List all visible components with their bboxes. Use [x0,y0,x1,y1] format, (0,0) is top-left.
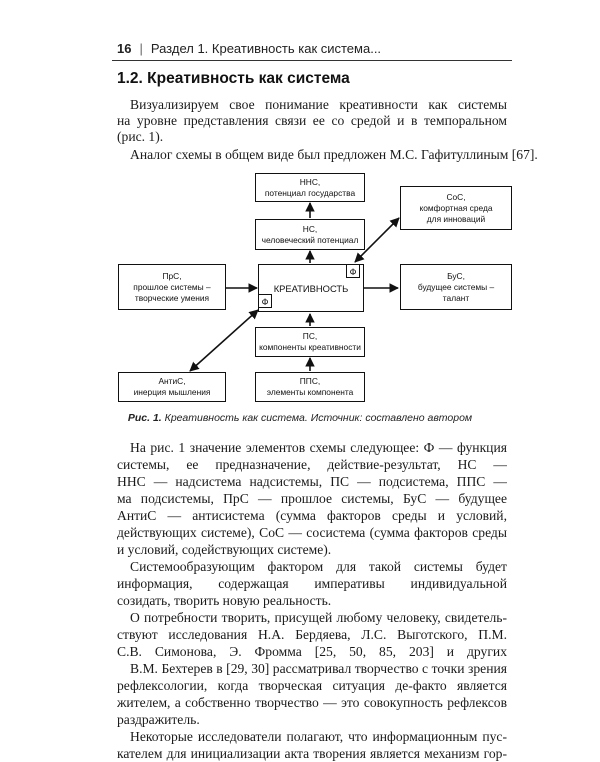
running-head: 16 | Раздел 1. Креативность как система... [117,41,381,56]
box-label: ПС, [302,331,318,341]
body-line: В.М. Бехтерев в [29, 30] рассматривал тв… [130,661,507,676]
body-line: и условий, содействующих системе). [117,542,332,557]
phi-badge-top: Ф [346,264,360,278]
figure-caption: Рис. 1. Креативность как система. Источн… [0,412,600,424]
body-line: ма подсистемы, ПрС — прошлое системы, Бу… [117,491,507,506]
body-line: информация, содержащая императивы индиви… [117,576,507,591]
body-line: О потребности творить, присущей любому ч… [130,610,507,625]
box-antis: АнтиС, инерция мышления [118,372,226,402]
body-line: действующих системе), СоС — сосистема (с… [117,525,507,540]
page-number: 16 [117,41,132,56]
body-line: рефлексологии, когда творческая ситуация… [117,678,507,693]
caption-text: Креативность как система. Источник: сост… [164,412,473,424]
intro-line: (рис. 1). [117,129,164,144]
box-label: ННС, [299,176,321,187]
box-ns: НС, человеческий потенциал [255,219,365,250]
box-pps: ППС, элементы компонента [255,372,365,402]
box-label: будущее системы – [417,281,495,292]
box-nns: ННС, потенциал государства [255,173,365,202]
caption-label: Рис. 1. [127,412,162,424]
body-line: На рис. 1 значение элементов схемы следу… [130,440,507,455]
box-label: АнтиС, [158,376,186,386]
box-label: комфортная среда [419,202,493,213]
body-line: ствуют исследования Н.А. Бердяева, Л.С. … [117,627,507,642]
center-label: КРЕАТИВНОСТЬ [273,282,349,294]
box-sos: СоС, комфортная среда для инноваций [400,186,512,230]
box-ps: ПС, компоненты креативности [255,327,365,357]
box-label: СоС, [446,191,466,202]
box-label: для инноваций [426,213,486,224]
body-line: АнтиС — антисистема (сумма факторов сред… [117,508,507,523]
box-label: БуС, [447,270,465,281]
section-title: 1.2. Креативность как система [117,70,350,87]
box-label: инерция мышления [133,387,211,397]
body-line: жителем, а собственно творчество — это с… [117,695,507,710]
box-label: НС, [302,223,318,234]
box-prs: ПрС, прошлое системы – творческие умения [118,264,226,310]
box-label: ПрС, [162,270,182,281]
section-header: Раздел 1. Креативность как система... [150,41,382,56]
phi-badge-bottom: Ф [258,294,272,308]
body-line: С.В. Симонова, Э. Фромма [25, 50, 85, 20… [117,644,507,659]
box-bus: БуС, будущее системы – талант [400,264,512,310]
body-line: ННС — надсистема надсистемы, ПС — подсис… [117,474,507,489]
box-label: потенциал государства [264,187,356,198]
body-line: созидать, творить новую реальность. [117,593,332,608]
intro-line: на уровне представления связи ее со сред… [117,113,507,128]
box-label: талант [442,292,470,303]
box-label: ППС, [299,376,321,386]
intro-line: Визуализируем свое понимание креативност… [130,97,507,112]
box-label: компоненты креативности [259,342,361,352]
arrow-antis-center [189,309,259,372]
box-label: элементы компонента [266,387,354,397]
body-line: Системообразующим фактором для такой сис… [130,559,507,574]
header-rule [112,60,512,61]
body-line: кателем для инициализации акта творения … [117,746,507,761]
body-line: системы, ее предназначение, действие-рез… [117,457,507,472]
body-line: Некоторые исследователи полагают, что ин… [130,729,507,744]
body-line: раздражитель. [117,712,200,727]
intro-line: Аналог схемы в общем виде был предложен … [130,147,538,162]
header-separator: | [139,41,143,56]
box-label: творческие умения [134,292,210,303]
box-label: прошлое системы – [133,281,211,292]
box-label: человеческий потенциал [261,234,359,245]
